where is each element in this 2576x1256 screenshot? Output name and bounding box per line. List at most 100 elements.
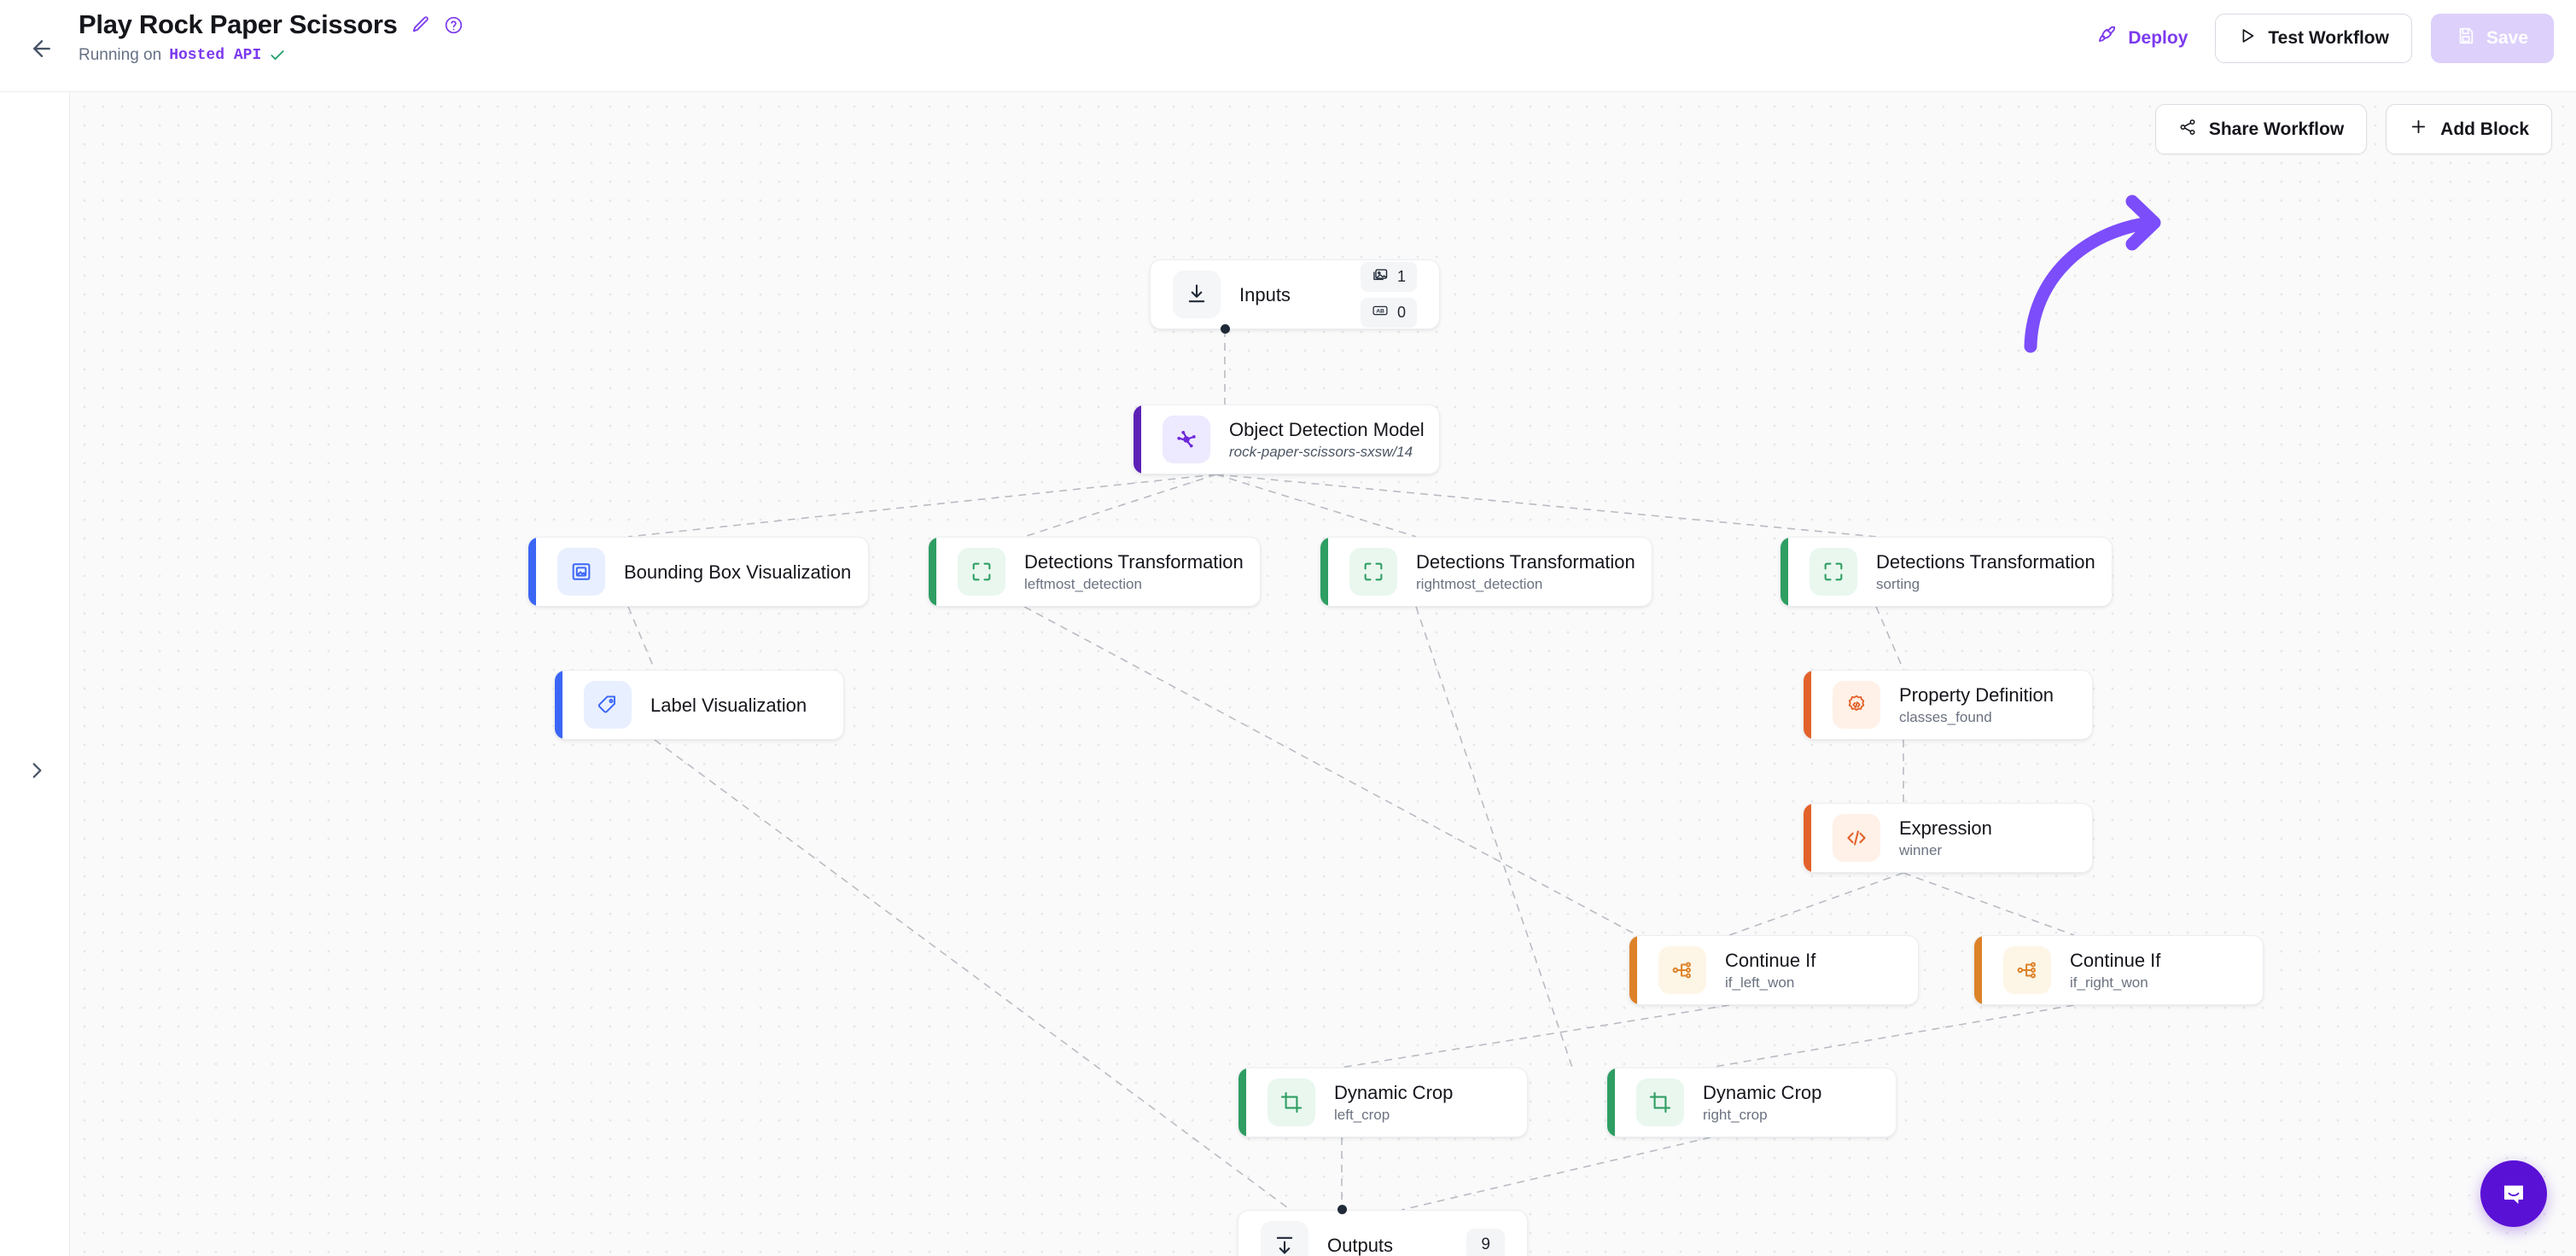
node-title: Property Definition — [1899, 684, 2054, 706]
share-nodes-icon — [2178, 118, 2197, 142]
port-outputs-in — [1338, 1205, 1347, 1214]
node-subtitle: rock-paper-scissors-sxsw/14 — [1229, 444, 1413, 460]
test-workflow-label: Test Workflow — [2268, 28, 2389, 48]
node-dynamic-crop-right[interactable]: Dynamic Crop right_crop — [1606, 1067, 1897, 1137]
outputs-count-badge: 9 — [1466, 1229, 1505, 1256]
node-title: Continue If — [1725, 950, 1816, 971]
top-actions: Deploy Test Workflow Save — [2089, 14, 2554, 63]
accent-bar — [1629, 936, 1637, 1004]
sidebar-expand-button[interactable] — [22, 756, 51, 785]
node-title: Object Detection Model — [1229, 419, 1425, 440]
node-subtitle: winner — [1899, 842, 1943, 858]
branch-fork-icon — [1658, 946, 1706, 994]
crop-icon — [1636, 1079, 1684, 1126]
node-object-detection-model[interactable]: Object Detection Model rock-paper-scisso… — [1133, 404, 1440, 474]
accent-bar — [929, 538, 936, 606]
node-continue-if-right[interactable]: Continue If if_right_won — [1973, 935, 2264, 1005]
pencil-icon[interactable] — [411, 15, 430, 34]
running-prefix: Running on — [79, 46, 162, 64]
play-icon — [2238, 26, 2257, 50]
curved-arrow-icon — [2024, 195, 2161, 353]
node-bounding-box-visualization[interactable]: Bounding Box Visualization — [527, 537, 869, 607]
image-frame-icon — [557, 548, 605, 596]
accent-bar — [1238, 1068, 1246, 1137]
node-title: Label Visualization — [650, 694, 807, 716]
node-detections-transformation-rightmost[interactable]: Detections Transformation rightmost_dete… — [1320, 537, 1652, 607]
scan-corners-icon — [1810, 548, 1857, 596]
accent-bar — [1134, 405, 1141, 474]
back-button[interactable] — [20, 29, 63, 68]
arrow-left-icon — [33, 40, 50, 57]
node-subtitle: sorting — [1876, 576, 1920, 592]
node-detections-transformation-sorting[interactable]: Detections Transformation sorting — [1780, 537, 2113, 607]
chat-launcher-button[interactable] — [2480, 1160, 2547, 1227]
node-title: Inputs — [1239, 283, 1291, 305]
node-subtitle: rightmost_detection — [1416, 576, 1543, 592]
node-subtitle: leftmost_detection — [1024, 576, 1142, 592]
gear-code-icon — [1833, 681, 1880, 729]
node-subtitle: classes_found — [1899, 709, 1992, 725]
check-icon — [269, 47, 286, 64]
node-title: Outputs — [1327, 1234, 1394, 1256]
deploy-label: Deploy — [2128, 28, 2188, 48]
text-ab-icon: AB — [1372, 302, 1389, 323]
workflow-canvas[interactable]: Share Workflow Add Block Inputs — [70, 92, 2576, 1256]
question-circle-icon[interactable] — [444, 15, 463, 35]
node-outputs[interactable]: Outputs 9 — [1238, 1210, 1528, 1256]
node-inputs[interactable]: Inputs 1 AB — [1150, 259, 1440, 329]
test-workflow-button[interactable]: Test Workflow — [2215, 14, 2412, 63]
accent-bar — [1320, 538, 1328, 606]
share-workflow-label: Share Workflow — [2208, 119, 2345, 139]
node-subtitle: right_crop — [1703, 1107, 1768, 1123]
accent-bar — [1804, 804, 1811, 872]
canvas-toolbar: Share Workflow Add Block — [2154, 104, 2552, 154]
tag-icon — [584, 681, 632, 729]
running-environment[interactable]: Hosted API — [169, 47, 262, 64]
node-subtitle: left_crop — [1334, 1107, 1390, 1123]
node-property-definition[interactable]: Property Definition classes_found — [1803, 670, 2093, 740]
node-label-visualization[interactable]: Label Visualization — [554, 670, 844, 740]
download-input-icon — [1173, 270, 1221, 318]
accent-bar — [1780, 538, 1788, 606]
badge-image-count: 1 — [1360, 261, 1417, 292]
node-continue-if-left[interactable]: Continue If if_left_won — [1629, 935, 1919, 1005]
node-title: Dynamic Crop — [1334, 1082, 1454, 1103]
crop-icon — [1268, 1079, 1315, 1126]
branch-fork-icon — [2003, 946, 2051, 994]
upload-output-icon — [1261, 1221, 1308, 1256]
top-bar: Play Rock Paper Scissors Running on Host… — [0, 0, 2576, 92]
node-title: Dynamic Crop — [1703, 1082, 1822, 1103]
floppy-disk-icon — [2457, 26, 2475, 50]
image-icon — [1372, 266, 1389, 288]
badge-text-count: AB 0 — [1360, 297, 1417, 328]
node-dynamic-crop-left[interactable]: Dynamic Crop left_crop — [1238, 1067, 1528, 1137]
share-workflow-button[interactable]: Share Workflow — [2154, 104, 2368, 154]
node-subtitle: if_right_won — [2070, 974, 2148, 991]
node-title: Detections Transformation — [1024, 551, 1244, 573]
node-detections-transformation-leftmost[interactable]: Detections Transformation leftmost_detec… — [928, 537, 1261, 607]
chevron-right-icon — [32, 763, 42, 778]
accent-bar — [1974, 936, 1982, 1004]
accent-bar — [1804, 671, 1811, 739]
add-block-label: Add Block — [2440, 119, 2529, 139]
workflow-title-block: Play Rock Paper Scissors Running on Host… — [79, 9, 463, 65]
accent-bar — [555, 671, 562, 739]
deploy-button[interactable]: Deploy — [2089, 17, 2196, 60]
running-status: Running on Hosted API — [79, 46, 463, 65]
port-inputs-out — [1221, 324, 1230, 334]
node-title: Detections Transformation — [1416, 551, 1635, 573]
node-expression[interactable]: Expression winner — [1803, 803, 2093, 873]
save-button[interactable]: Save — [2430, 14, 2554, 63]
accent-bar — [1607, 1068, 1615, 1137]
svg-text:AB: AB — [1376, 308, 1384, 314]
node-title: Detections Transformation — [1876, 551, 2095, 573]
scan-corners-icon — [1349, 548, 1397, 596]
left-sidebar-rail — [0, 92, 70, 1256]
accent-bar — [528, 538, 536, 606]
intercom-chat-icon — [2504, 1185, 2523, 1204]
node-subtitle: if_left_won — [1725, 974, 1795, 991]
save-label: Save — [2486, 28, 2528, 48]
add-block-button[interactable]: Add Block — [2386, 104, 2552, 154]
node-title: Continue If — [2070, 950, 2161, 971]
inputs-badges: 1 AB 0 — [1360, 261, 1417, 328]
